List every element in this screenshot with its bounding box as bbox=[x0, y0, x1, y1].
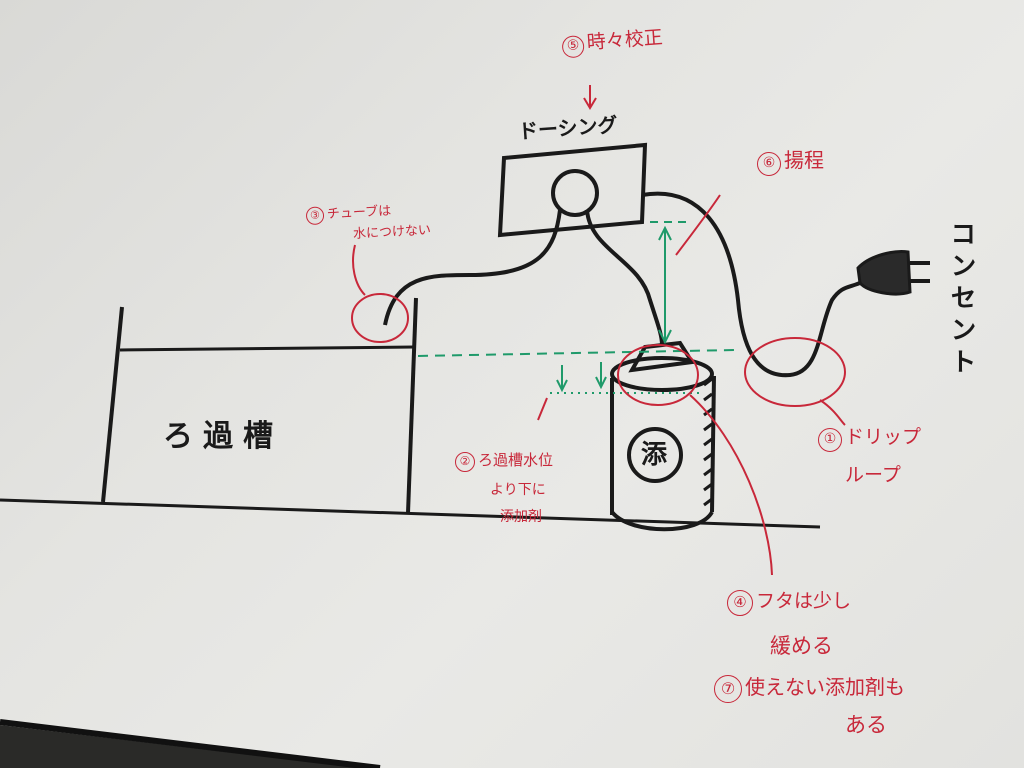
annotation-2-line-3: 添加剤 bbox=[500, 509, 542, 525]
tube-to-tank bbox=[383, 209, 562, 326]
additive-bottle-shape bbox=[610, 340, 716, 532]
head-height-lines bbox=[417, 221, 736, 394]
annotation-4-line-2: 緩める bbox=[770, 634, 833, 658]
power-cord bbox=[641, 191, 863, 378]
dosing-pump-label: ドーシング bbox=[517, 112, 619, 144]
annotation-3-line-1: チューブは bbox=[326, 203, 392, 223]
annotation-6-number: ⑥ bbox=[757, 152, 781, 176]
annotation-4-line-1: フタは少し bbox=[756, 590, 852, 612]
annotation-5-text: 時々校正 bbox=[586, 26, 664, 54]
plug-icon bbox=[856, 250, 930, 296]
annotation-7-line-1: 使えない添加剤も bbox=[745, 675, 905, 699]
annotation-leaders bbox=[351, 85, 846, 576]
filter-tank-shape bbox=[101, 297, 418, 514]
annotation-6-text: 揚程 bbox=[784, 148, 824, 172]
annotation-1-number: ① bbox=[818, 428, 842, 452]
annotation-5-number: ⑤ bbox=[561, 35, 585, 59]
annotation-2-line-1: ろ過槽水位 bbox=[478, 451, 554, 469]
annotation-1-line-2: ループ bbox=[845, 464, 901, 486]
annotation-1-line-1: ドリップ bbox=[845, 426, 922, 448]
ground-line bbox=[0, 498, 821, 529]
dosing-pump-shape bbox=[497, 142, 648, 238]
annotation-4-number: ④ bbox=[727, 590, 753, 616]
annotation-3-line-2: 水につけない bbox=[352, 222, 432, 243]
annotation-7-number: ⑦ bbox=[714, 675, 742, 703]
annotation-2-line-2: より下に bbox=[490, 482, 546, 498]
outlet-label: コンセント bbox=[946, 220, 976, 380]
additive-symbol: 添 bbox=[641, 440, 668, 470]
annotation-7-line-2: ある bbox=[845, 713, 887, 737]
annotation-3-number: ③ bbox=[305, 206, 325, 226]
annotation-2-number: ② bbox=[455, 452, 475, 472]
tube-to-bottle bbox=[585, 209, 664, 346]
filter-tank-label: ろ過槽 bbox=[163, 419, 283, 454]
